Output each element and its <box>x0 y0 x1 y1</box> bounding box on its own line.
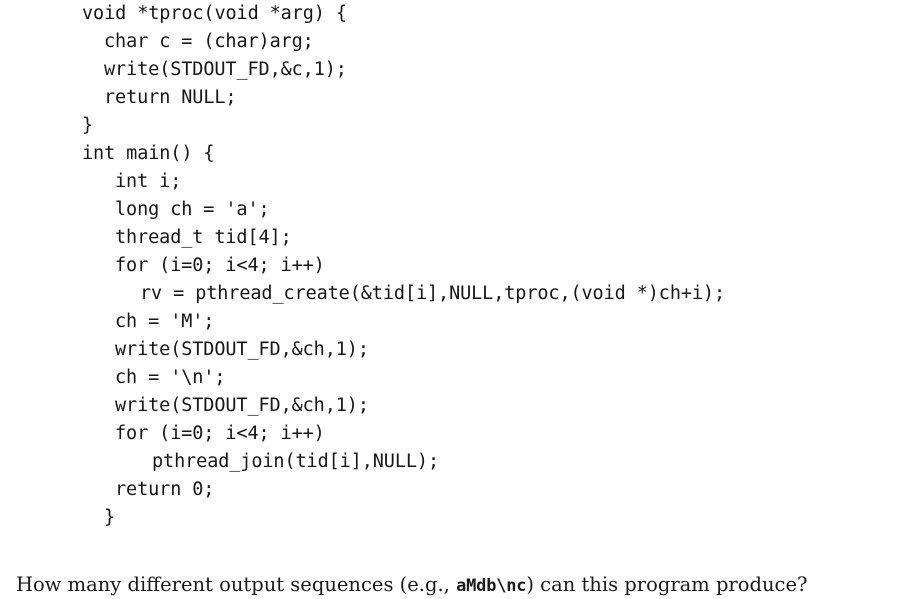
code-line: int main() { <box>82 143 215 164</box>
code-line: write(STDOUT_FD,&ch,1); <box>115 339 369 360</box>
code-line: rv = pthread_create(&tid[i],NULL,tproc,(… <box>140 283 726 304</box>
code-line: ch = 'M'; <box>115 311 215 332</box>
code-line: ch = '\n'; <box>115 367 226 388</box>
code-line: for (i=0; i<4; i++) <box>115 255 325 276</box>
code-line: write(STDOUT_FD,&c,1); <box>104 59 347 80</box>
code-line: } <box>82 115 94 136</box>
code-line: write(STDOUT_FD,&ch,1); <box>115 395 369 416</box>
code-line: thread_t tid[4]; <box>115 227 292 248</box>
question-suffix: ) can this program produce? <box>526 572 808 596</box>
code-line: char c = (char)arg; <box>104 31 314 52</box>
code-line: return 0; <box>115 479 215 500</box>
question-prefix: How many different output sequences (e.g… <box>16 572 457 596</box>
code-line: return NULL; <box>104 87 237 108</box>
code-line: void *tproc(void *arg) { <box>82 3 347 24</box>
code-line: for (i=0; i<4; i++) <box>115 423 325 444</box>
code-line: pthread_join(tid[i],NULL); <box>152 451 439 472</box>
question-example-code: aMdb\nc <box>456 575 527 596</box>
code-line: } <box>104 507 116 528</box>
question-text: How many different output sequences (e.g… <box>16 572 890 599</box>
code-listing: void *tproc(void *arg) { char c = (char)… <box>82 3 726 528</box>
code-line: long ch = 'a'; <box>115 199 270 220</box>
code-line: int i; <box>115 171 182 192</box>
